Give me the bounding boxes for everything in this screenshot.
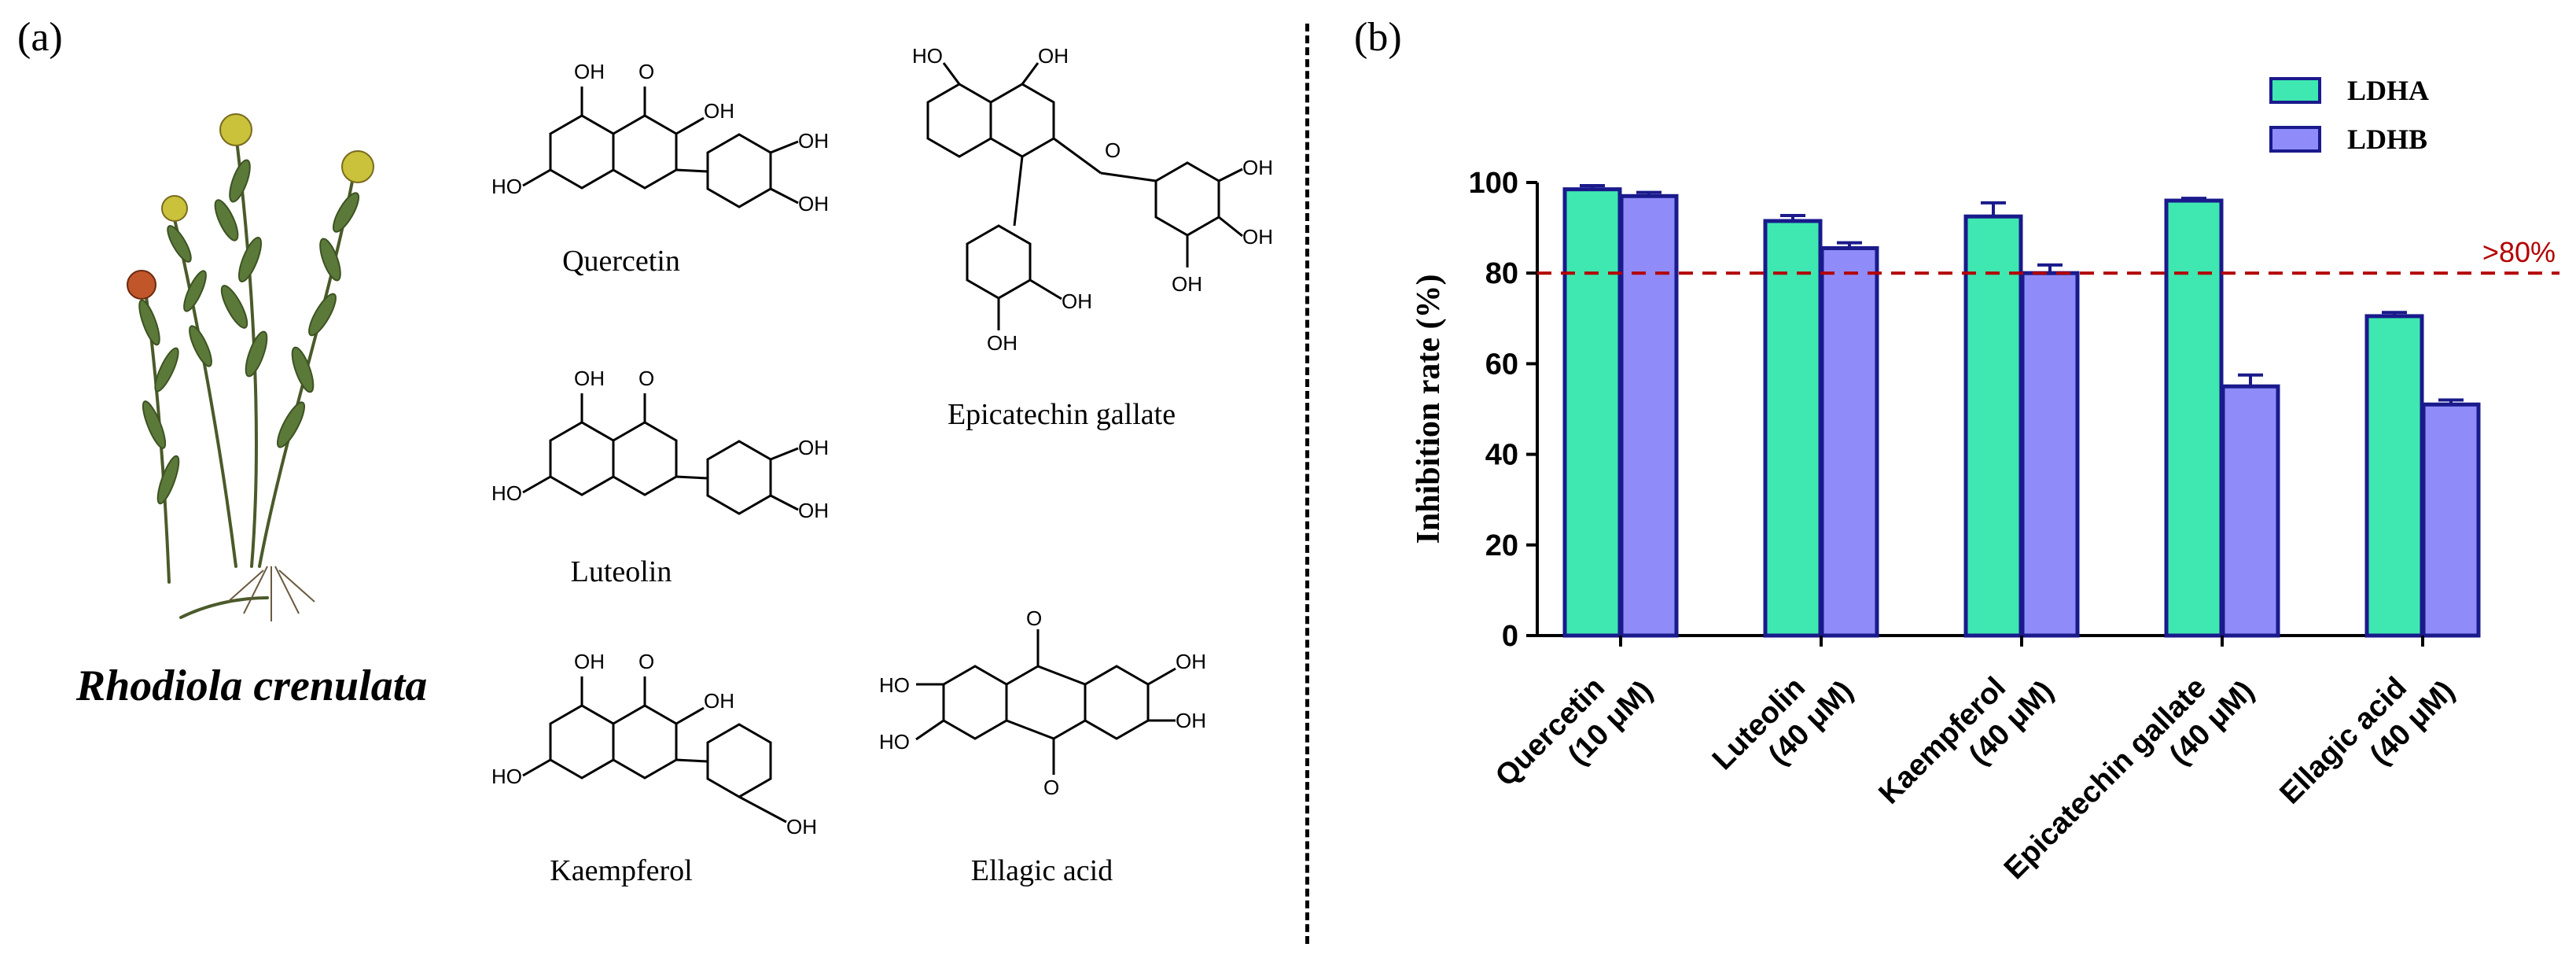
legend-label-ldha: LDHA	[2347, 75, 2429, 106]
bar-ldha-3	[2164, 198, 2224, 638]
plant-illustration	[127, 113, 374, 621]
atom-label: OH	[1242, 225, 1273, 249]
compound-name-quercetin: Quercetin	[562, 245, 680, 278]
y-tick-label: 100	[1469, 167, 1518, 200]
legend-label-ldhb: LDHB	[2347, 123, 2427, 155]
bar-ldhb-1	[1820, 246, 1879, 638]
legend-swatch-ldhb	[2269, 126, 2321, 153]
bar-ldha-4	[2364, 314, 2424, 638]
atom-label: O	[1043, 776, 1059, 799]
atom-label: O	[638, 60, 654, 83]
threshold-label: >80%	[2482, 236, 2556, 268]
y-tick-label: 0	[1502, 620, 1518, 653]
bar-ldhb-0	[1619, 194, 1679, 638]
atom-label: OH	[987, 331, 1018, 355]
compound-name-kaempferol: Kaempferol	[550, 854, 693, 887]
atom-label: HO	[879, 673, 910, 697]
atom-label: OH	[798, 499, 829, 522]
atom-label: OH	[1176, 709, 1206, 732]
atom-label: OH	[704, 99, 734, 123]
atom-label: OH	[574, 60, 605, 83]
atom-label: OH	[1038, 44, 1069, 68]
luteolin-structure	[522, 393, 799, 515]
compound-structures: OH O OH HO OH OH OH O HO OH OH OH O OH H…	[491, 44, 1273, 839]
atom-label: OH	[798, 192, 829, 216]
atom-label: O	[638, 650, 654, 673]
kaempferol-structure	[522, 676, 787, 824]
bar-ldha-2	[1963, 214, 2023, 638]
atom-label: HO	[912, 44, 943, 68]
atom-label: OH	[574, 650, 605, 673]
atom-label: O	[1105, 138, 1121, 162]
atom-label: HO	[491, 765, 522, 788]
atom-label: OH	[1176, 650, 1206, 673]
atom-label: OH	[704, 689, 734, 713]
atom-label: O	[638, 367, 654, 390]
species-name: Rhodiola crenulata	[75, 662, 428, 710]
bar-ldhb-2	[2020, 271, 2080, 638]
bar-ldha-1	[1763, 219, 1823, 638]
atom-label: OH	[1062, 289, 1092, 313]
atom-label: HO	[879, 730, 910, 754]
compound-name-epicatechin-gallate: Epicatechin gallate	[947, 398, 1176, 431]
atom-label: OH	[1242, 156, 1273, 179]
y-tick-label: 40	[1485, 439, 1518, 472]
legend-swatch-ldha	[2269, 77, 2321, 104]
compound-name-luteolin: Luteolin	[570, 555, 672, 588]
epicatechin-gallate-structure	[926, 62, 1243, 330]
atom-label: OH	[798, 436, 829, 459]
panel-a-label: (a)	[17, 15, 63, 60]
y-tick-label: 60	[1485, 348, 1518, 381]
atom-label: OH	[786, 815, 817, 839]
bar-ldhb-3	[2221, 384, 2280, 638]
panel-b-label: (b)	[1354, 15, 1402, 60]
x-tick-label: Kaempferol(40 μM)	[1873, 649, 2060, 836]
y-tick-label: 20	[1485, 529, 1518, 562]
bar-ldhb-4	[2421, 402, 2481, 638]
atom-label: O	[1026, 606, 1042, 630]
y-tick-label: 80	[1485, 257, 1518, 290]
x-tick-label: Ellagic acid(40 μM)	[2274, 649, 2461, 836]
panel-divider	[1305, 24, 1309, 944]
atom-label: OH	[574, 367, 605, 390]
atom-label: HO	[491, 481, 522, 505]
ellagic-acid-structure	[915, 629, 1176, 775]
quercetin-structure	[522, 87, 799, 208]
x-tick-label: Luteolin(40 μM)	[1706, 649, 1860, 802]
x-tick-label: Quercetin(10 μM)	[1489, 649, 1659, 819]
atom-label: OH	[798, 129, 829, 153]
atom-label: HO	[491, 175, 522, 198]
atom-label: OH	[1172, 272, 1202, 296]
y-axis-label: Inhibition rate (%)	[1411, 274, 1447, 544]
bar-ldha-0	[1562, 187, 1622, 638]
compound-name-ellagic-acid: Ellagic acid	[970, 854, 1113, 887]
